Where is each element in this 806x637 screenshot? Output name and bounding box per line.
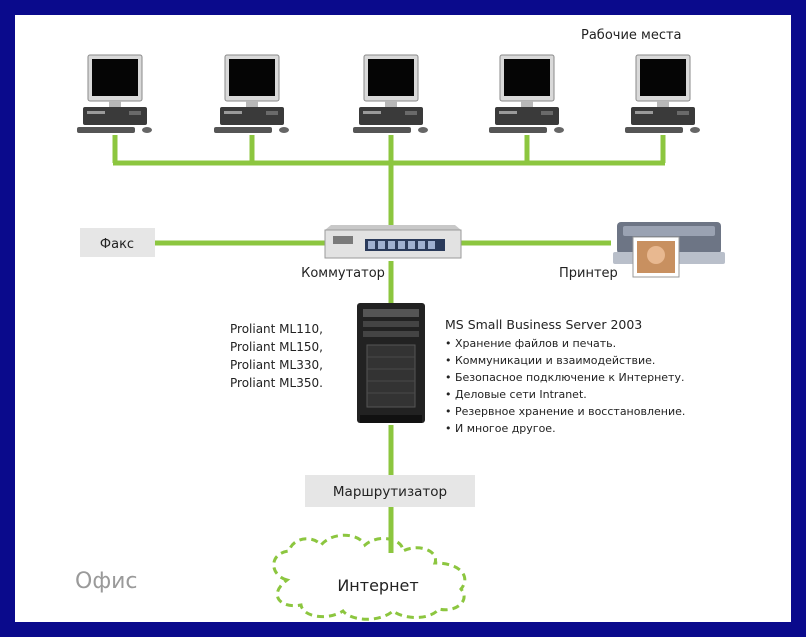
internet-cloud-icon [272, 533, 467, 621]
server-feature: • Деловые сети Intranet. [445, 388, 587, 401]
server-model: Proliant ML110, [230, 322, 323, 336]
computer-icon [76, 54, 153, 134]
computer-icon [488, 54, 565, 134]
fax-label: Факс [100, 237, 134, 252]
printer-label: Принтер [559, 266, 618, 281]
internet-label: Интернет [337, 576, 418, 595]
server-feature: • Безопасное подключение к Интернету. [445, 371, 684, 384]
server-feature: • И многое другое. [445, 422, 556, 435]
server-feature: • Резервное хранение и восстановление. [445, 405, 685, 418]
computer-icon [213, 54, 290, 134]
switch-label: Коммутатор [301, 266, 385, 281]
router-label: Маршрутизатор [333, 484, 447, 500]
computer-icon [624, 54, 701, 134]
network-links [112, 135, 666, 553]
computer-icon [352, 54, 429, 134]
workstations-label: Рабочие места [581, 28, 682, 43]
printer-icon [613, 222, 725, 278]
diagram-panel: Рабочие места Факс Коммутатор Принтер [15, 15, 791, 622]
server-model: Proliant ML150, [230, 340, 323, 354]
server-icon [357, 303, 425, 423]
server-model: Proliant ML350. [230, 376, 323, 390]
server-models: Proliant ML110, Proliant ML150, Proliant… [230, 322, 323, 390]
fax-box [80, 228, 155, 257]
server-software-title: MS Small Business Server 2003 [445, 317, 642, 332]
server-software: MS Small Business Server 2003 • Хранение… [445, 317, 685, 435]
server-feature: • Хранение файлов и печать. [445, 337, 616, 350]
switch-icon [324, 225, 462, 259]
workstations [76, 54, 701, 134]
server-feature: • Коммуникации и взаимодействие. [445, 354, 655, 367]
network-diagram: Рабочие места Факс Коммутатор Принтер [75, 28, 725, 621]
office-label: Офис [75, 569, 138, 594]
router-box [305, 475, 475, 507]
server-model: Proliant ML330, [230, 358, 323, 372]
